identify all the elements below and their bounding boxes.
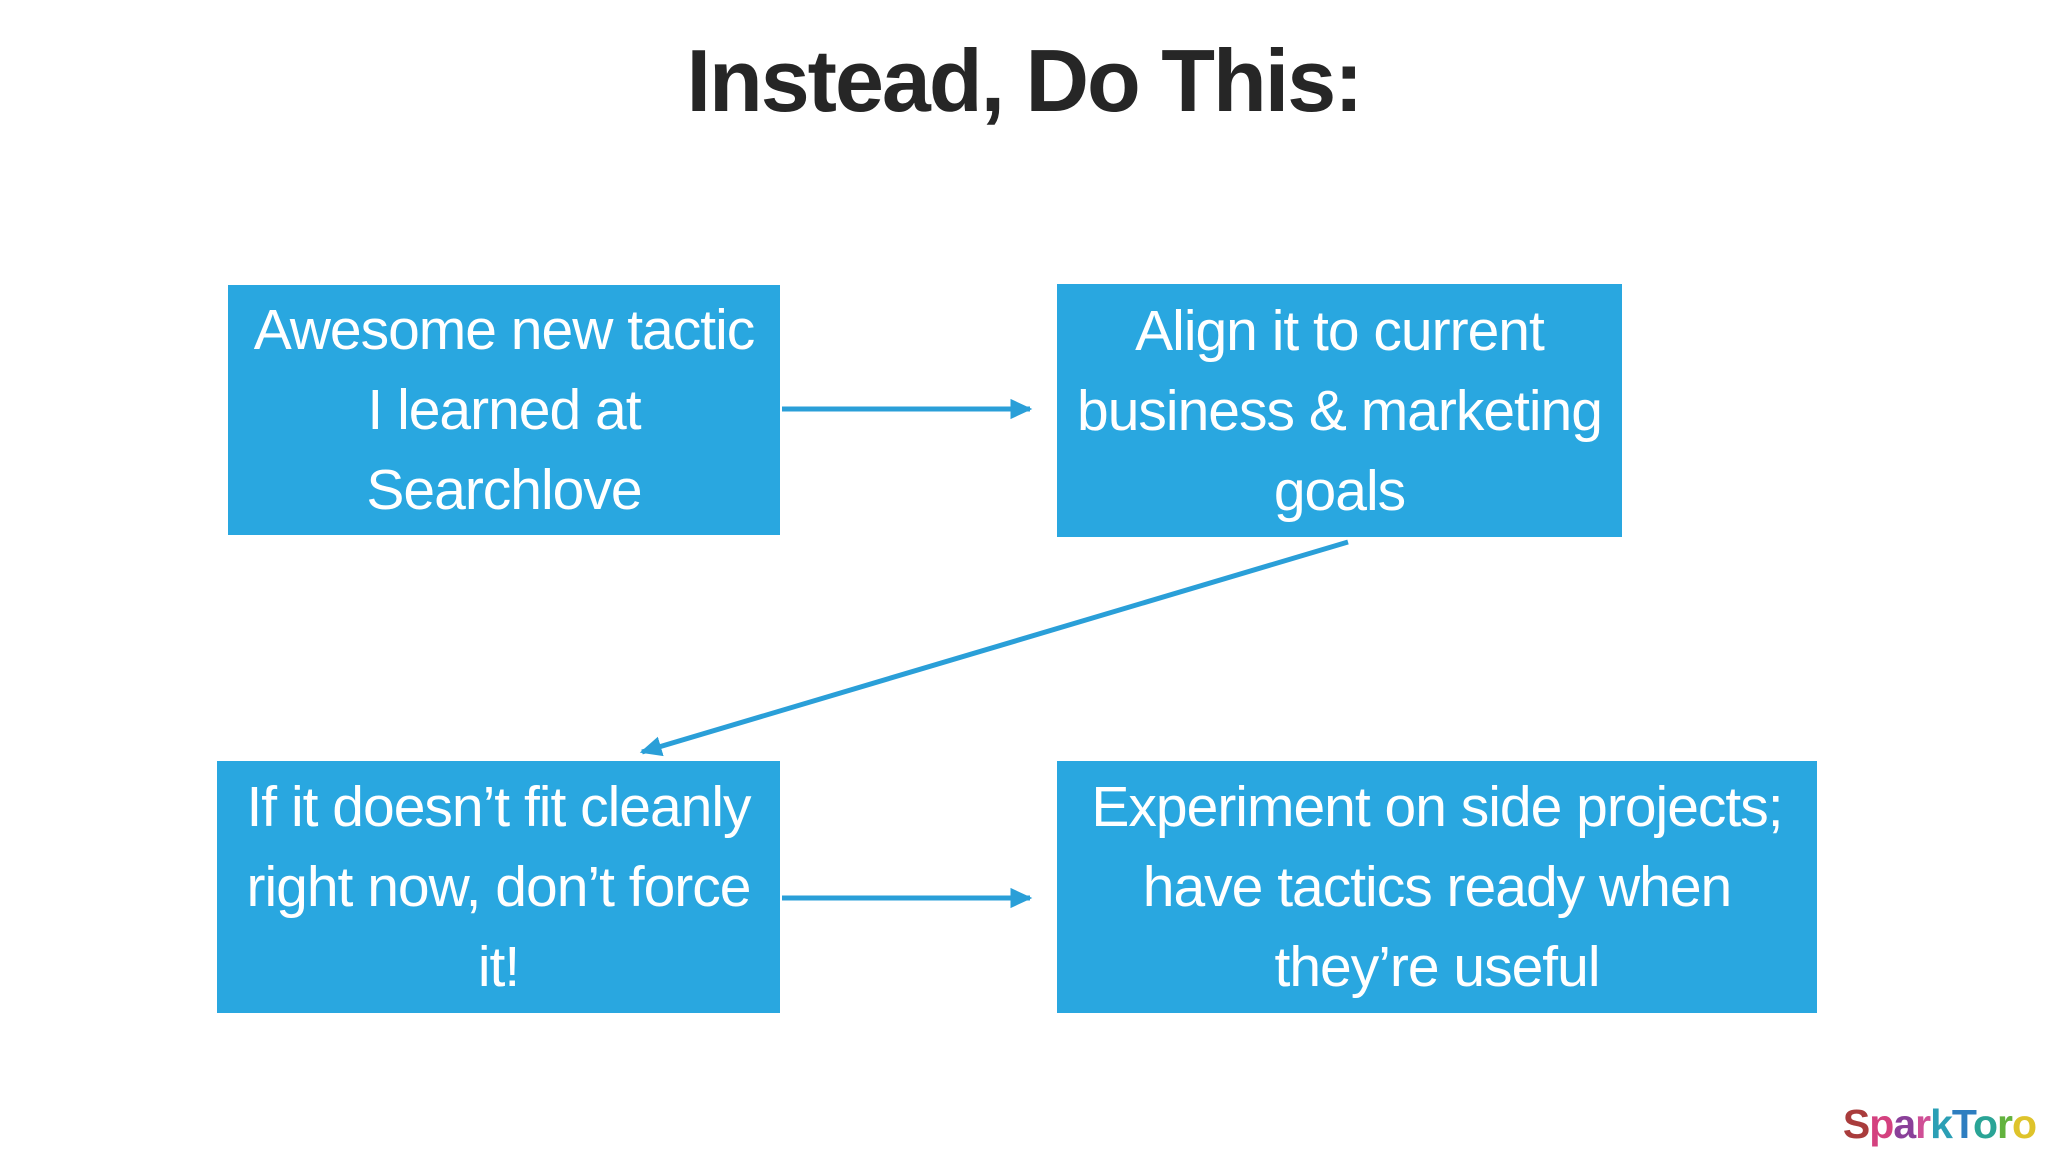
logo-letter: T xyxy=(1951,1101,1974,1147)
flow-box-text: Align it to current business & marketing… xyxy=(1077,298,1603,523)
logo-letter: a xyxy=(1893,1101,1916,1147)
flow-box-align-goals: Align it to current business & marketing… xyxy=(1057,284,1622,537)
logo-letter: r xyxy=(1915,1101,1931,1147)
logo-letter: o xyxy=(1972,1101,1998,1147)
logo-letter: o xyxy=(2011,1101,2037,1147)
flow-box-dont-force-it: If it doesn’t fit cleanly right now, don… xyxy=(217,761,780,1013)
logo-letter: r xyxy=(1996,1101,2013,1147)
flow-box-awesome-tactic: Awesome new tactic I learned at Searchlo… xyxy=(228,285,780,535)
flow-box-text: Awesome new tactic I learned at Searchlo… xyxy=(253,298,756,522)
page-title: Instead, Do This: xyxy=(686,31,1364,130)
arrow-box2-to-box3 xyxy=(639,539,1349,757)
logo-letter: S xyxy=(1842,1101,1870,1147)
flow-box-text: If it doesn’t fit cleanly right now, don… xyxy=(246,775,751,999)
sparktoro-logo: SparkToro xyxy=(1842,1101,2037,1148)
flow-box-experiment-side: Experiment on side projects; have tactic… xyxy=(1057,761,1817,1013)
logo-letter: k xyxy=(1930,1101,1953,1147)
logo-letter: p xyxy=(1869,1101,1894,1147)
flow-box-text: Experiment on side projects; have tactic… xyxy=(1091,775,1783,999)
